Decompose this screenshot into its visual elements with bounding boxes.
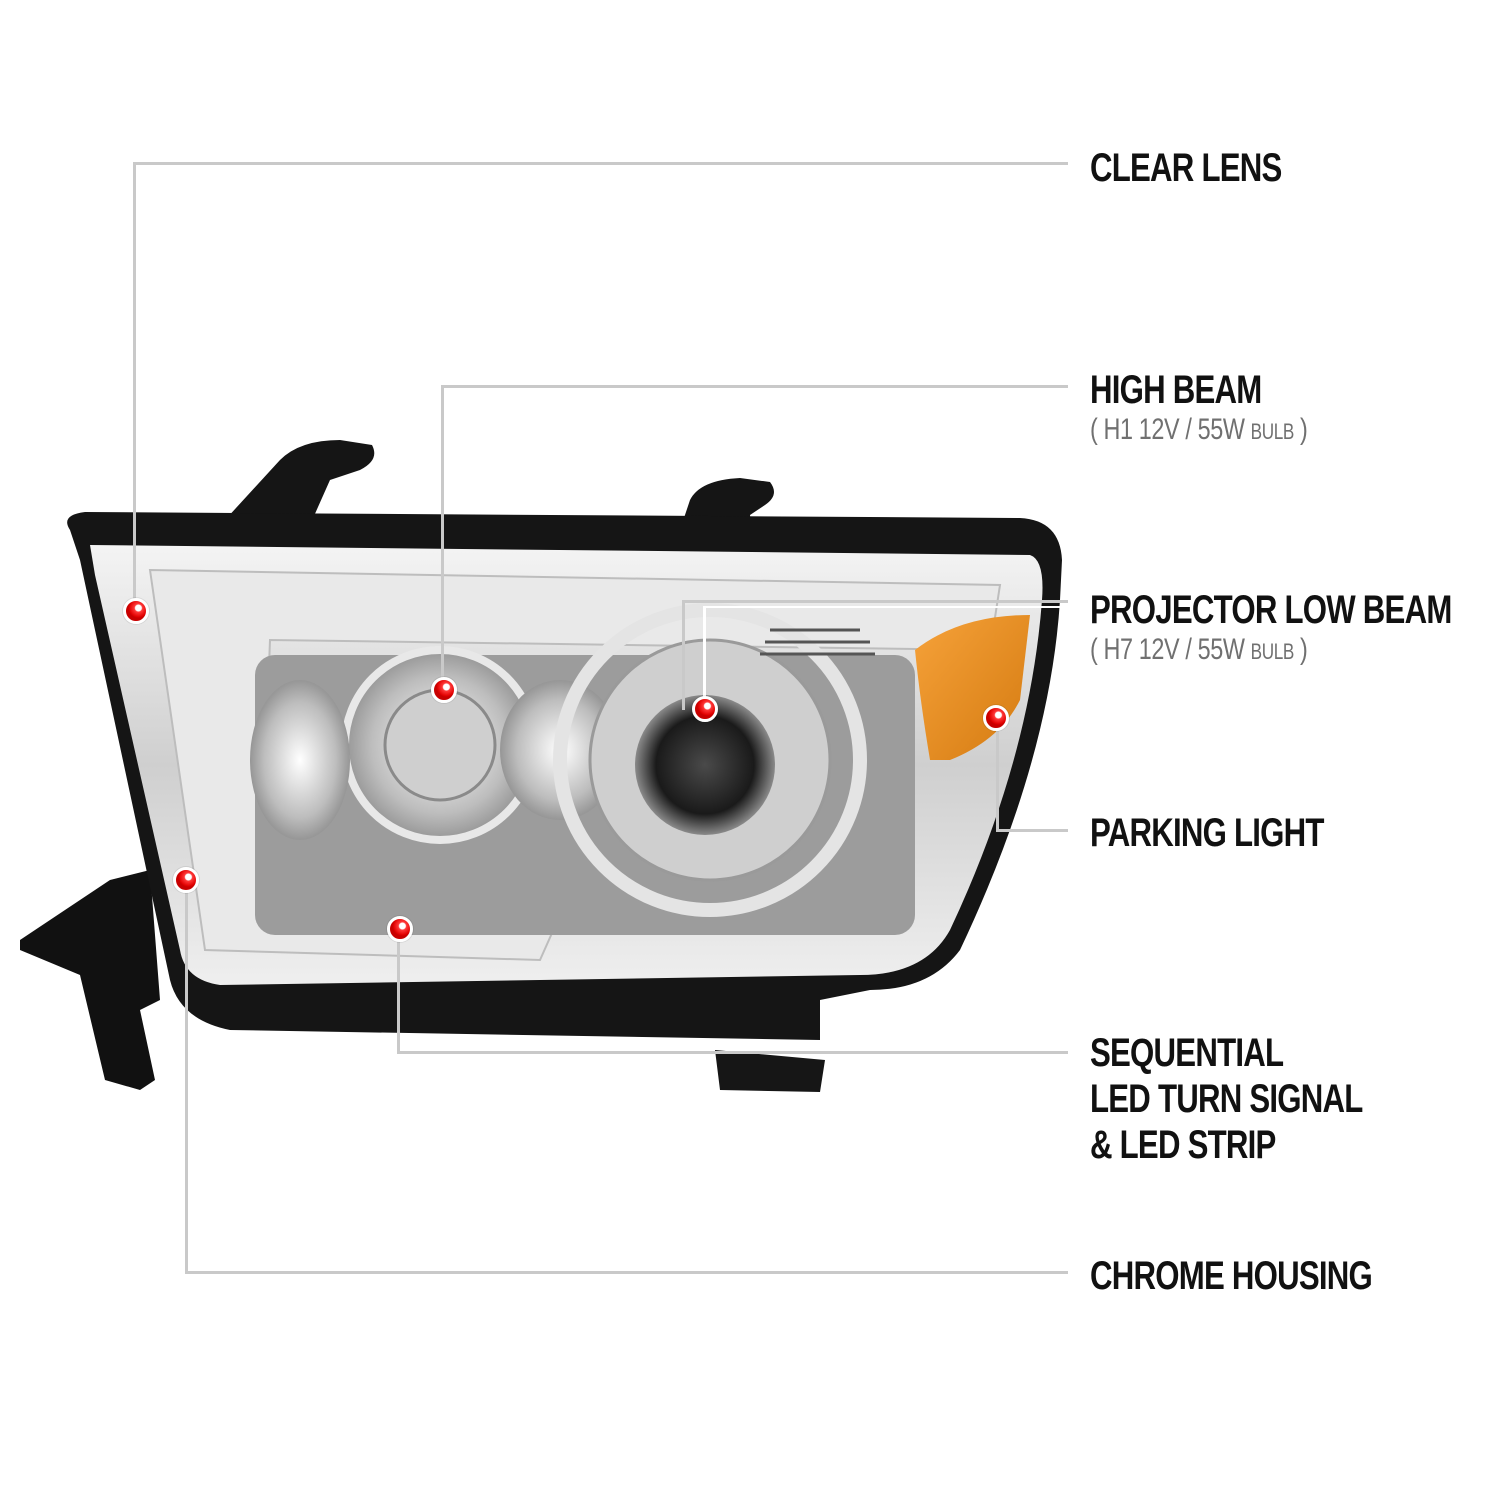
callout-line-low-beam-horizontal [682,600,1068,603]
projector-outer-ring [553,603,867,917]
label-high-beam-text: HIGH BEAM [1090,368,1262,412]
label-clear-lens: CLEAR LENS [1090,145,1282,191]
label-high-beam: HIGH BEAM ( H1 12V / 55W BULB ) [1090,367,1308,449]
label-parking-light: PARKING LIGHT [1090,810,1324,856]
label-sequential-line-1: SEQUENTIAL [1090,1031,1284,1075]
label-sequential-led: SEQUENTIAL LED TURN SIGNAL & LED STRIP [1090,1030,1363,1168]
callout-dot-clear-lens [123,598,149,624]
callout-dot-sequential-led [387,916,413,942]
high-beam-bulb-area [383,688,497,802]
label-chrome-housing-text: CHROME HOUSING [1090,1254,1373,1298]
callout-line-chrome-horizontal [185,1271,1068,1274]
callout-line-low-beam-inner-horizontal [703,606,1068,608]
mounting-bracket-bottom [715,1050,825,1092]
mounting-bracket-top-left [225,440,375,525]
high-beam-bulb-spec: ( H1 12V / 55W BULB ) [1090,413,1308,446]
callout-dot-high-beam [431,677,457,703]
callout-line-low-beam-inner-vertical [703,608,706,708]
callout-line-sequential-horizontal [397,1051,1068,1054]
callout-dot-parking-light [983,705,1009,731]
low-beam-bulb-spec: ( H7 12V / 55W BULB ) [1090,633,1308,666]
callout-line-low-beam-vertical [682,600,685,710]
callout-line-clear-lens-horizontal [133,162,1068,165]
label-sequential-line-3: & LED STRIP [1090,1123,1276,1167]
callout-line-parking-vertical [996,718,999,831]
label-chrome-housing: CHROME HOUSING [1090,1253,1373,1299]
label-clear-lens-text: CLEAR LENS [1090,146,1282,190]
callout-line-sequential-vertical [397,928,400,1053]
projector-lens [635,695,775,835]
callout-dot-chrome-housing [173,867,199,893]
mounting-bracket-bottom-left [20,870,160,1090]
callout-line-high-beam-vertical [441,385,444,688]
label-parking-light-text: PARKING LIGHT [1090,811,1324,855]
callout-dot-low-beam [692,696,718,722]
callout-line-parking-horizontal [996,829,1068,832]
callout-line-clear-lens-vertical [133,162,136,610]
callout-line-chrome-vertical [185,878,188,1273]
label-sequential-line-2: LED TURN SIGNAL [1090,1077,1363,1121]
label-projector-low-beam-text: PROJECTOR LOW BEAM [1090,588,1452,632]
label-projector-low-beam: PROJECTOR LOW BEAM ( H7 12V / 55W BULB ) [1090,587,1452,669]
callout-line-high-beam-horizontal [441,385,1068,388]
vent-slats [760,628,875,656]
